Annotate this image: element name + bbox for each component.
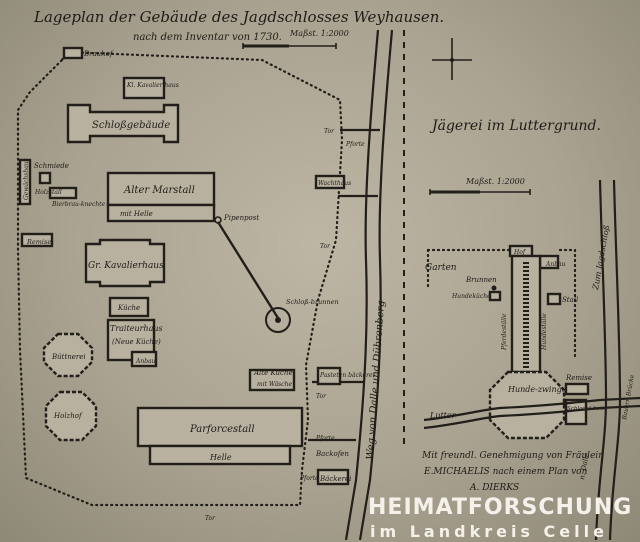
label-alte-kueche: Alte Küche (253, 369, 293, 377)
lutter-river-2 (423, 404, 640, 430)
building-holzstall (48, 186, 78, 200)
building-hundekueche (488, 290, 502, 302)
map-subtitle: nach dem Inventar von 1730. (133, 32, 282, 43)
road-east-2 (344, 29, 380, 541)
building-baeckerei (316, 468, 350, 486)
label-mit-waesche: mit Wäsche (257, 381, 292, 388)
label-pforte-low: Pforte (299, 475, 319, 482)
scale-bar-right (429, 189, 531, 195)
label-hundekueche: Hundeküche (451, 293, 491, 300)
compass-rose-icon (432, 38, 472, 80)
label-schmiede: Schmiede (34, 162, 69, 170)
building-kl-kavalierhaus (122, 76, 166, 100)
label-neue-kueche: (Neue Küche) (112, 338, 161, 346)
label-traiteurhaus: Traiteurhaus (110, 324, 163, 333)
building-kueche (108, 296, 150, 318)
schlossbrunnen-center (275, 317, 281, 323)
label-alter-marstall: Alter Marstall (123, 185, 195, 196)
label-tor-top: Tor (324, 128, 335, 135)
label-brunnen: Brunnen (465, 276, 497, 284)
label-backofen: Backofen (315, 450, 349, 458)
label-zum-jagdschloss: Zum Jagdschloß (591, 224, 611, 291)
building-marstall-helle (106, 203, 216, 223)
label-remise: Remise (26, 238, 51, 246)
label-gr-kavalierhaus: Gr. Kavalierhaus (88, 261, 164, 271)
building-brauhof (62, 46, 84, 60)
building-wachthaus (314, 174, 346, 190)
building-pasteten (316, 366, 342, 386)
building-stall (546, 292, 562, 306)
watermark-line-2: im Landkreis Celle (370, 522, 608, 541)
brunnen-marker (491, 285, 497, 291)
garden-fence (426, 248, 577, 362)
road-east-1 (358, 29, 394, 541)
right-title: Jägerei im Luttergrund. (429, 118, 601, 134)
label-buettnerei: Büttnerei (51, 353, 86, 361)
building-buettnerei (42, 332, 94, 378)
label-holzstall: Holzstall (34, 189, 62, 196)
label-schlossbrunnen: Schloß-brunnen (286, 298, 339, 306)
label-schlossgebaeude: Schloßgebäude (92, 120, 170, 131)
building-alte-kueche (248, 368, 296, 392)
scale-label-right: Maßst. 1:2000 (465, 177, 525, 186)
label-hundezwinger: Hunde-zwinger (507, 385, 571, 394)
building-remise (20, 232, 54, 248)
label-garten: Garten (425, 263, 457, 273)
building-holzhof (44, 390, 98, 442)
scale-bar-left (242, 43, 337, 49)
building-anbau (130, 350, 158, 368)
building-helle (148, 444, 292, 466)
schlossbrunnen-basin (265, 307, 291, 333)
label-hof: Hof (513, 249, 527, 256)
label-brauhof: Brauhof (83, 50, 114, 58)
enclosure-boundary (16, 50, 344, 507)
label-pasteten: Pasteten bäckerei (319, 372, 375, 379)
credit-line-3: A. DIERKS (469, 483, 519, 493)
label-hundestaelle: Hundeställe (541, 313, 548, 351)
label-pforte-mid: Pforte (315, 435, 335, 442)
building-hundezwinger (488, 370, 566, 440)
lutter-river-1 (423, 396, 640, 422)
building-gr-kavalierhaus (84, 238, 166, 288)
label-anbau-right: Anbau (545, 261, 566, 268)
label-holzhof: Holzhof (53, 412, 83, 420)
road-label: Weg von Dalle und Dübrenberg (365, 300, 387, 460)
label-parforcestall: Parforcestall (189, 424, 255, 435)
building-remise-right (564, 382, 590, 396)
road-jagdschloss-2 (608, 179, 622, 541)
label-helle: Helle (209, 453, 232, 462)
label-kl-kavalierhaus: Kl. Kavalier haus (126, 82, 179, 89)
label-gewaechshaus: Gewächshaus (23, 158, 30, 200)
credit-line-2: E.MICHAELIS nach einem Plan von (423, 467, 588, 477)
label-mit-helle: mit Helle (120, 210, 153, 218)
label-tor-mid: Tor (320, 243, 331, 250)
label-wachthaus: Wachthaus (318, 180, 351, 187)
label-baeckerei: Bäckerei (319, 475, 351, 483)
label-pferdestaelle: Pferdeställe (501, 313, 508, 351)
building-schmiede (38, 171, 52, 185)
map-title: Lageplan der Gebäude des Jagdschlosses W… (33, 8, 444, 26)
watermark-line-1: HEIMATFORSCHUNG (368, 495, 632, 520)
water-pipe (216, 221, 280, 319)
credit-line-1: Mit freundl. Genehmigung von Fräulein (421, 451, 604, 461)
building-schlossgebaeude (66, 103, 180, 144)
label-bierbrau: Bierbrau-knechte (51, 201, 106, 208)
building-gewaechshaus (18, 158, 32, 206)
label-tor-bottom: Tor (205, 515, 216, 522)
road-jagdschloss-1 (594, 179, 608, 541)
label-pforte-top: Pforte (345, 141, 365, 148)
label-pipenpost: Pipenpost (223, 214, 259, 222)
scale-label-left: Maßst. 1:2000 (289, 29, 349, 38)
label-stall: Stall (562, 296, 578, 304)
label-lutter: Lutter (429, 411, 457, 420)
label-tor-bottom2: Tor (316, 393, 327, 400)
label-kueche: Küche (117, 304, 140, 312)
label-anbau: Anbau (135, 358, 156, 365)
label-remise-right: Remise (565, 374, 592, 382)
